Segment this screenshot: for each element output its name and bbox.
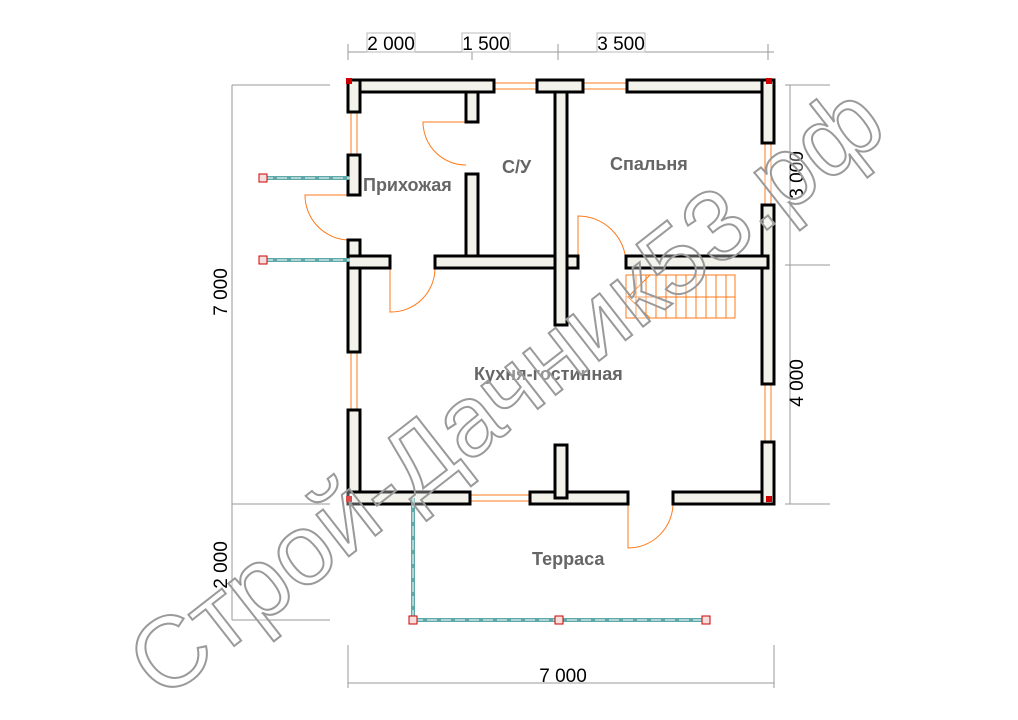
post: [258, 173, 268, 183]
dim-right-1: 3 000: [787, 151, 808, 199]
wall-segment: [535, 78, 585, 94]
wall-segment: [760, 440, 776, 506]
corner-marker: [766, 496, 772, 502]
wall-segment: [625, 78, 776, 94]
post: [701, 615, 711, 625]
stairs: [625, 274, 736, 319]
window: [469, 494, 531, 502]
window: [493, 82, 538, 90]
wall-segment: [671, 490, 776, 506]
room-label-kitchen-living: Кухня-гостинная: [474, 364, 623, 384]
wall-segment: [346, 78, 362, 114]
wall-segment: [346, 254, 392, 270]
post: [554, 615, 564, 625]
dimension-labels: 2 000 1 500 3 500 7 000 7 000 2 000 3 00…: [211, 32, 808, 687]
wall-segment: [433, 254, 580, 270]
door-swing: [577, 215, 627, 263]
wall-segment: [346, 153, 362, 197]
room-label-terrace: Терраса: [532, 549, 605, 569]
door-swing: [304, 194, 349, 241]
wall-segment: [760, 203, 776, 386]
door-swing: [627, 503, 674, 549]
window: [350, 351, 358, 411]
stair-arrow-head: [627, 274, 651, 319]
post: [258, 255, 268, 265]
corner-marker: [346, 78, 352, 84]
dim-top-2: 1 500: [462, 34, 510, 55]
dim-top-1: 2 000: [367, 34, 415, 55]
wall-segment: [624, 254, 770, 270]
dimension-lines: [231, 44, 830, 688]
wall-segment: [553, 443, 569, 500]
room-label-hall: Прихожая: [363, 175, 452, 195]
door-swing: [422, 121, 467, 166]
post: [408, 615, 418, 625]
window: [350, 111, 358, 156]
dim-bottom: 7 000: [539, 666, 587, 687]
wall-segment: [346, 78, 496, 94]
wall-segment: [553, 90, 569, 327]
dim-right-2: 4 000: [787, 359, 808, 407]
wall-segment: [464, 90, 480, 124]
room-label-bathroom: С/У: [502, 157, 532, 177]
walls: [346, 78, 776, 506]
window: [764, 383, 772, 443]
window: [582, 82, 628, 90]
dim-left-total: 7 000: [211, 268, 232, 316]
terrace-railings: [258, 173, 711, 625]
corner-marker: [766, 78, 772, 84]
corner-marker: [346, 496, 352, 502]
wall-segment: [464, 172, 480, 270]
dim-left-terrace: 2 000: [211, 541, 232, 589]
door-swing: [389, 267, 436, 313]
room-label-bedroom: Спальня: [610, 154, 688, 174]
wall-segment: [528, 490, 630, 506]
dim-top-3: 3 500: [597, 34, 645, 55]
